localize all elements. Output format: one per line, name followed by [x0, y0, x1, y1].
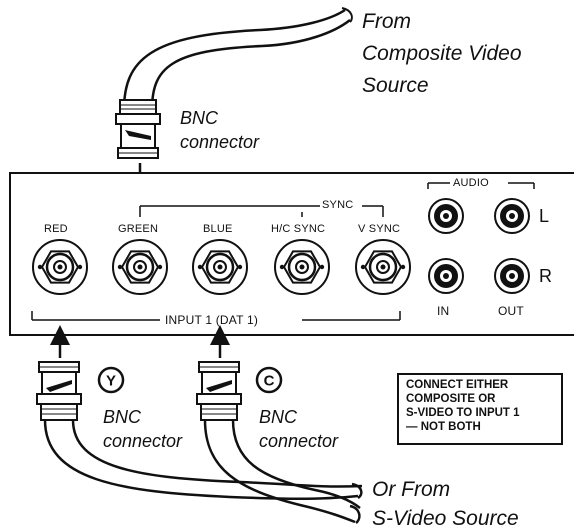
top-source-line1: From — [362, 10, 411, 33]
jack-v-sync[interactable] — [354, 238, 412, 296]
audio-label: AUDIO — [453, 177, 489, 189]
note-line1: CONNECT EITHER — [406, 379, 509, 391]
note-line2: COMPOSITE OR — [406, 393, 496, 405]
input-label: INPUT 1 (DAT 1) — [165, 313, 259, 327]
note-line3: S-VIDEO TO INPUT 1 — [406, 407, 520, 419]
y-badge: Y — [97, 366, 125, 394]
audio-out-label: OUT — [498, 304, 524, 318]
composite-cable — [122, 7, 353, 111]
bottom-source-line1: Or From — [372, 478, 451, 501]
top-source-line2: Composite Video — [362, 42, 522, 65]
label-blue: BLUE — [203, 223, 233, 235]
jack-green[interactable] — [111, 238, 169, 296]
y-bnc-label-line2: connector — [103, 431, 183, 451]
jack-blue[interactable] — [191, 238, 249, 296]
y-bnc-plug — [36, 361, 82, 421]
sync-bracket — [139, 205, 384, 217]
bottom-source-line2: S-Video Source — [372, 507, 519, 530]
top-source-line3: Source — [362, 74, 429, 97]
audio-bracket — [427, 182, 535, 189]
audio-in-label: IN — [437, 304, 450, 318]
svg-text:C: C — [264, 373, 275, 390]
jack-hc-sync[interactable] — [273, 238, 331, 296]
audio-r-label: R — [539, 266, 552, 286]
c-badge: C — [255, 366, 283, 394]
top-bnc-label-line1: BNC — [180, 108, 219, 128]
input-bracket — [31, 311, 401, 321]
label-v-sync: V SYNC — [358, 223, 401, 235]
note-line4: — NOT BOTH — [406, 421, 481, 433]
audio-l-label: L — [539, 206, 550, 226]
jack-red[interactable] — [31, 238, 89, 296]
c-bnc-label-line1: BNC — [259, 407, 298, 427]
audio-out-r-jack[interactable] — [494, 258, 530, 294]
connection-note: CONNECT EITHER COMPOSITE OR S-VIDEO TO I… — [397, 373, 563, 445]
svg-text:Y: Y — [106, 373, 116, 390]
label-green: GREEN — [118, 223, 159, 235]
top-bnc-plug — [115, 99, 161, 159]
audio-in-r-jack[interactable] — [428, 258, 464, 294]
svideo-cables — [43, 419, 363, 524]
audio-out-l-jack[interactable] — [494, 198, 530, 234]
c-bnc-label-line2: connector — [259, 431, 339, 451]
c-bnc-plug — [196, 361, 242, 421]
label-hc-sync: H/C SYNC — [271, 223, 326, 235]
y-bnc-label-line1: BNC — [103, 407, 142, 427]
top-bnc-label-line2: connector — [180, 132, 260, 152]
audio-in-l-jack[interactable] — [428, 198, 464, 234]
sync-label: SYNC — [322, 199, 354, 211]
label-red: RED — [44, 223, 68, 235]
